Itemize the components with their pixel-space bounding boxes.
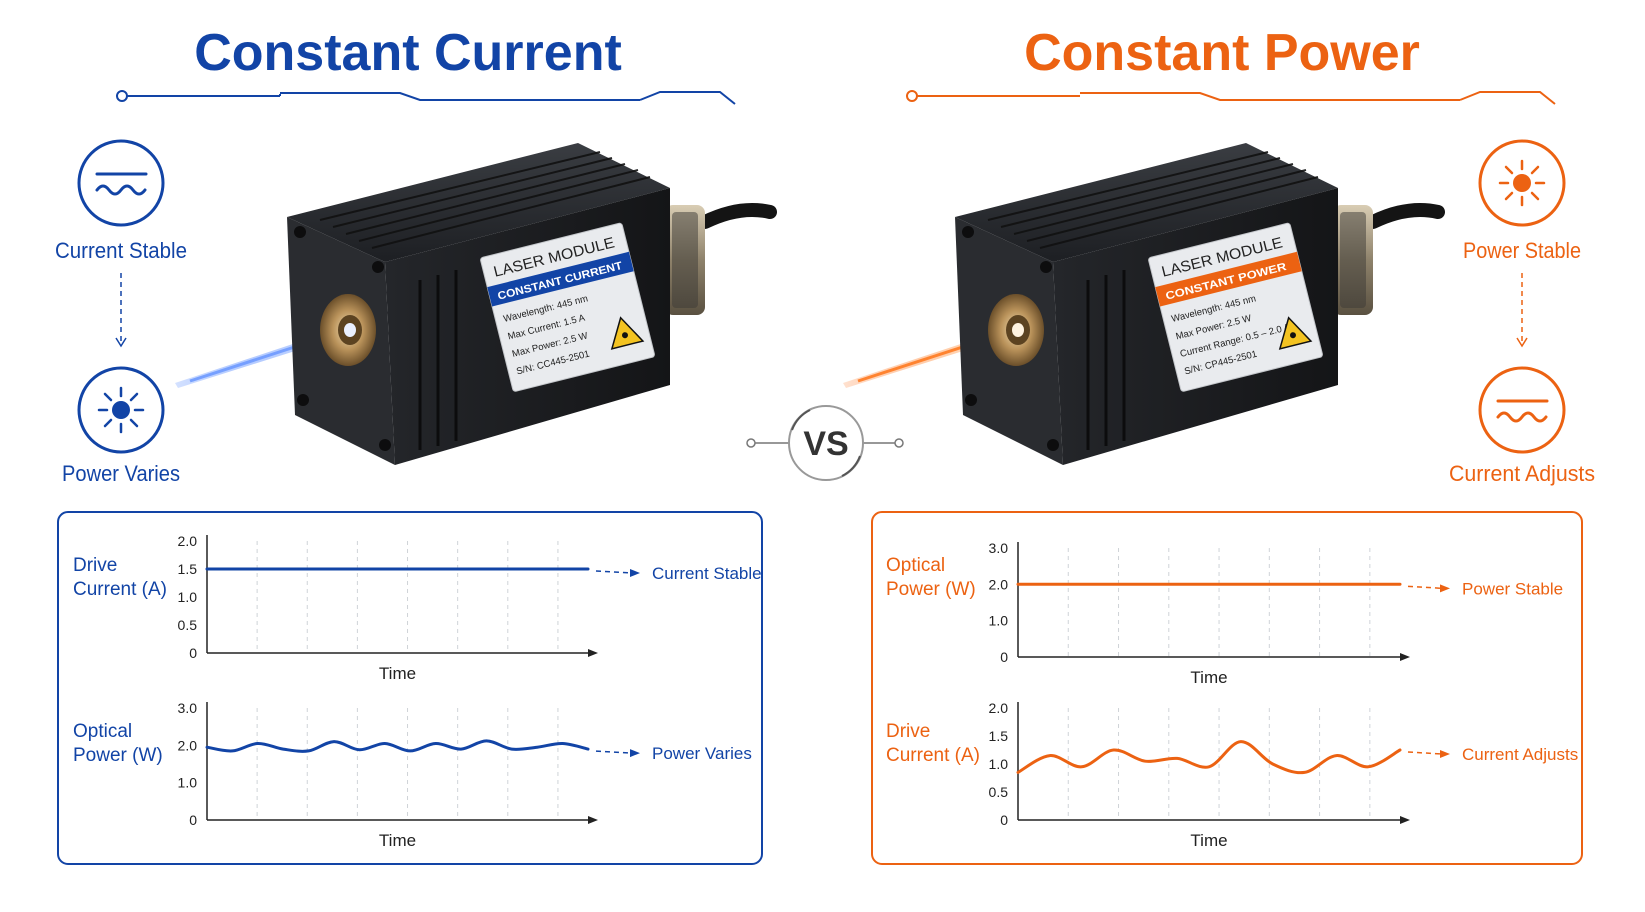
right-title-underline: [906, 90, 1556, 105]
right-laser-module: LASER MODULE CONSTANT POWER Wavelength: …: [843, 143, 1445, 465]
y-tick-label: 3.0: [989, 540, 1009, 556]
left-step-power-varies: Power Varies: [62, 366, 180, 486]
left-laser-module: LASER MODULE CONSTANT CURRENT Wavelength…: [175, 143, 777, 465]
right-step-current-adjusts: Current Adjusts: [1449, 366, 1595, 486]
annotation-label: Power Varies: [652, 744, 752, 763]
y-tick-label: 1.0: [178, 775, 198, 791]
series-line: [205, 739, 590, 753]
vs-badge: VS: [746, 405, 904, 481]
annotation-label: Current Stable: [652, 564, 762, 583]
annotation-arrowhead: [1440, 750, 1450, 758]
right-flow-arrow: [1516, 273, 1528, 348]
y-axis-label: Current (A): [886, 745, 980, 766]
x-axis-label: Time: [1190, 831, 1227, 850]
annotation-arrow: [595, 570, 633, 574]
left-step-current-stable: Current Stable: [55, 139, 187, 263]
annotation-arrow: [1407, 751, 1443, 755]
y-tick-label: 2.0: [178, 533, 198, 549]
x-axis-label: Time: [379, 831, 416, 850]
wave-icon: [1478, 366, 1566, 454]
laser-warning-icon: [610, 316, 645, 350]
y-tick-label: 2.0: [178, 737, 198, 753]
left-chart-panel: [57, 511, 763, 865]
left-title-underline: [116, 90, 736, 105]
annotation-arrowhead: [630, 749, 640, 758]
y-axis-label: Power (W): [73, 745, 163, 766]
x-axis-arrow: [588, 816, 598, 824]
right-chart-panel: [871, 511, 1583, 865]
y-axis-label: Drive: [73, 555, 117, 576]
annotation-arrow: [1407, 585, 1443, 590]
y-tick-label: 3.0: [178, 700, 198, 716]
y-axis-label: Drive: [886, 721, 930, 742]
annotation-arrow: [595, 750, 633, 754]
y-axis-label: Power (W): [886, 579, 976, 600]
step-label: Power Stable: [1463, 238, 1581, 263]
y-tick-label: 0: [189, 645, 197, 661]
x-axis-label: Time: [379, 664, 416, 683]
y-axis-label: Optical: [886, 555, 945, 576]
module-label: LASER MODULE CONSTANT CURRENT Wavelength…: [480, 222, 655, 392]
y-axis-label: Current (A): [73, 579, 167, 600]
right-title: Constant Power: [1024, 24, 1420, 82]
y-tick-label: 0: [189, 812, 197, 828]
series-line: [1016, 740, 1402, 775]
y-tick-label: 1.0: [989, 613, 1009, 629]
step-label: Current Stable: [55, 238, 187, 263]
x-axis-label: Time: [1190, 668, 1227, 687]
y-tick-label: 0.5: [989, 784, 1009, 800]
step-label: Current Adjusts: [1449, 461, 1595, 486]
y-tick-label: 1.0: [178, 589, 198, 605]
left-title: Constant Current: [194, 24, 622, 82]
y-tick-label: 1.5: [178, 561, 198, 577]
annotation-arrowhead: [1440, 584, 1450, 593]
y-tick-label: 0: [1000, 649, 1008, 665]
annotation-label: Current Adjusts: [1462, 745, 1578, 764]
annotation-label: Power Stable: [1462, 579, 1563, 598]
y-tick-label: 2.0: [989, 576, 1009, 592]
left-flow-arrow: [115, 273, 127, 348]
x-axis-arrow: [1400, 816, 1410, 824]
y-tick-label: 0.5: [178, 617, 198, 633]
y-tick-label: 0: [1000, 812, 1008, 828]
annotation-arrowhead: [630, 569, 640, 577]
laser-warning-icon: [1278, 316, 1313, 350]
step-label: Power Varies: [62, 461, 180, 486]
vs-label: VS: [803, 425, 848, 463]
module-label: LASER MODULE CONSTANT POWER Wavelength: …: [1148, 222, 1323, 392]
x-axis-arrow: [588, 649, 598, 657]
x-axis-arrow: [1400, 653, 1410, 661]
right-step-power-stable: Power Stable: [1463, 139, 1581, 263]
y-tick-label: 1.0: [989, 756, 1009, 772]
y-tick-label: 2.0: [989, 700, 1009, 716]
wave-icon: [77, 139, 165, 227]
y-tick-label: 1.5: [989, 728, 1009, 744]
y-axis-label: Optical: [73, 721, 132, 742]
